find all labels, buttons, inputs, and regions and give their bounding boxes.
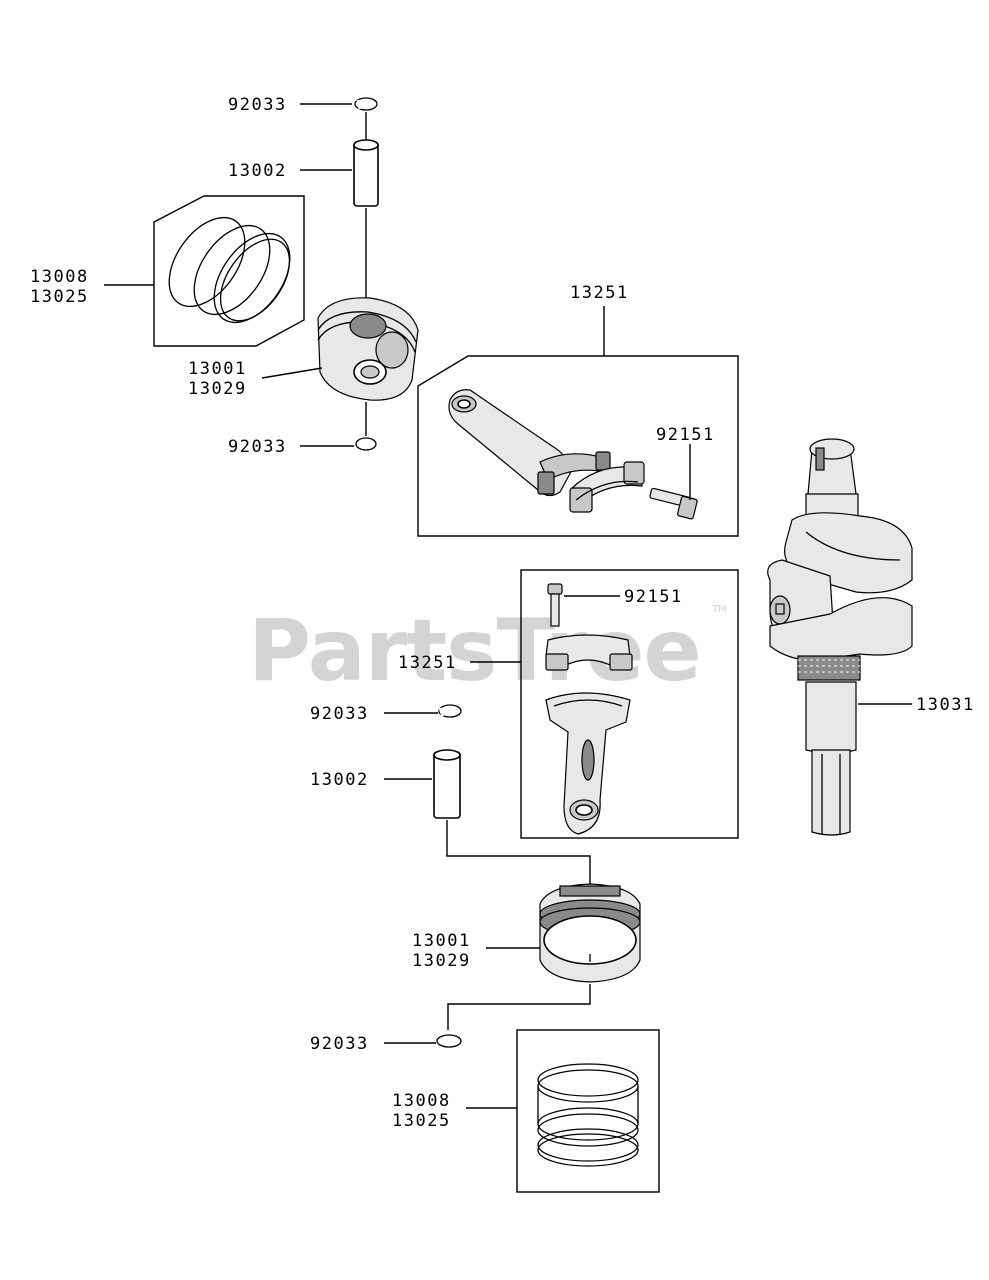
crankshaft[interactable] xyxy=(767,438,913,836)
label-top-clip-upper[interactable]: 92033 xyxy=(228,95,287,115)
bottom-piston-pin[interactable] xyxy=(433,749,461,819)
label-bot-clip-upper[interactable]: 92033 xyxy=(310,704,369,724)
watermark-trademark: TM xyxy=(711,604,727,615)
mid-connecting-rod-box[interactable] xyxy=(520,569,739,839)
label-top-clip-lower[interactable]: 92033 xyxy=(228,437,287,457)
label-bot-rings-b[interactable]: 13025 xyxy=(392,1111,451,1131)
label-mid-rod-bolt[interactable]: 92151 xyxy=(624,587,683,607)
top-piston-pin[interactable] xyxy=(353,139,379,207)
label-bot-clip-lower[interactable]: 92033 xyxy=(310,1034,369,1054)
label-top-piston-a[interactable]: 13001 xyxy=(188,359,247,379)
label-top-rod[interactable]: 13251 xyxy=(570,283,629,303)
bottom-piston[interactable] xyxy=(539,883,641,983)
alignment-line xyxy=(446,820,591,888)
label-bot-pin[interactable]: 13002 xyxy=(310,770,369,790)
leader-top-piston xyxy=(261,367,323,379)
label-top-rings-a[interactable]: 13008 xyxy=(30,267,89,287)
bottom-piston-pin-clip-upper[interactable] xyxy=(438,704,462,718)
label-top-pin[interactable]: 13002 xyxy=(228,161,287,181)
bottom-piston-pin-clip-lower[interactable] xyxy=(436,1034,462,1048)
top-piston-pin-clip-lower[interactable] xyxy=(355,437,377,451)
top-piston-rings-box[interactable] xyxy=(153,195,306,347)
label-top-rings-b[interactable]: 13025 xyxy=(30,287,89,307)
top-piston-pin-clip-upper[interactable] xyxy=(354,97,378,111)
watermark: PartsTree xyxy=(248,601,701,701)
label-bot-rings-a[interactable]: 13008 xyxy=(392,1091,451,1111)
top-connecting-rod-box[interactable] xyxy=(417,355,739,537)
top-piston[interactable] xyxy=(317,297,419,401)
alignment-line xyxy=(447,984,591,1030)
label-mid-rod[interactable]: 13251 xyxy=(398,653,457,673)
bottom-piston-rings-box[interactable] xyxy=(516,1029,660,1193)
label-top-piston-b[interactable]: 13029 xyxy=(188,379,247,399)
label-bot-piston-b[interactable]: 13029 xyxy=(412,951,471,971)
label-bot-piston-a[interactable]: 13001 xyxy=(412,931,471,951)
label-crankshaft[interactable]: 13031 xyxy=(916,695,975,715)
label-top-rod-bolt[interactable]: 92151 xyxy=(656,425,715,445)
